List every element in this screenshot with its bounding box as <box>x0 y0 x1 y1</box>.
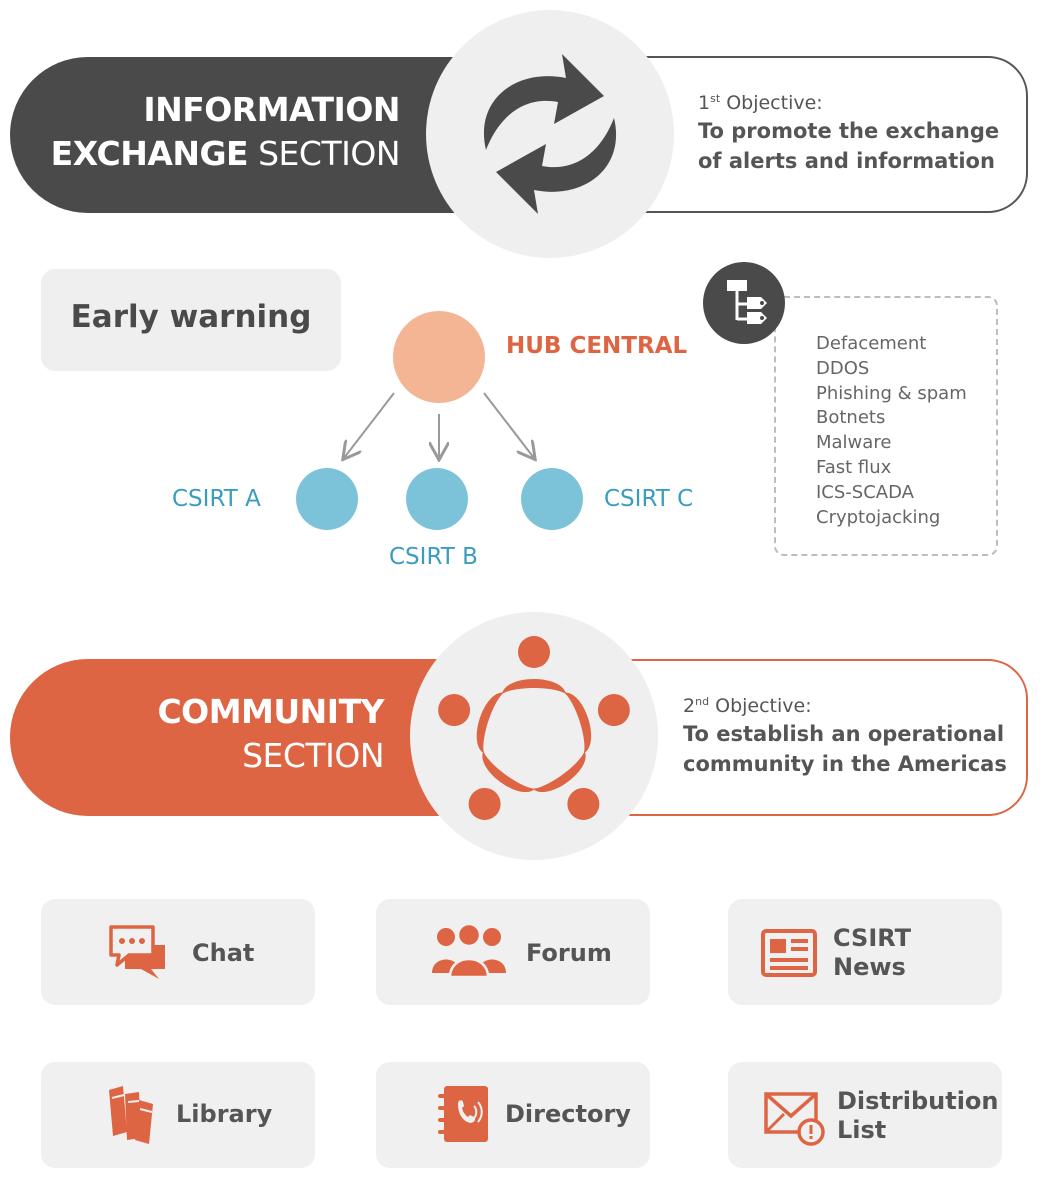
title-information: INFORMATION <box>143 90 400 129</box>
arrow-to-csirt-c <box>483 392 534 458</box>
objective-1: 1st Objective: To promote the exchange o… <box>698 90 999 176</box>
books-icon <box>109 1086 153 1144</box>
early-warning-label: Early warning <box>70 299 312 335</box>
objective-2-line2: community in the Americas <box>683 752 1007 776</box>
threat-item: Malware <box>816 432 892 453</box>
threat-item: Cryptojacking <box>816 507 941 528</box>
chat-tile[interactable]: Chat <box>41 899 315 1005</box>
threat-item: DDOS <box>816 358 870 379</box>
tags-icon <box>727 280 767 324</box>
csirt-a-label: CSIRT A <box>172 486 261 512</box>
contact-book-icon <box>438 1086 488 1142</box>
threat-list-box <box>774 296 998 556</box>
people-circle-icon <box>438 636 630 820</box>
csirt-b-node <box>406 468 468 530</box>
information-exchange-title: INFORMATION EXCHANGE SECTION <box>50 88 401 176</box>
csirt-news-tile[interactable]: CSIRT News <box>728 899 1002 1005</box>
hub-central-node <box>393 311 485 403</box>
exchange-icon-circle <box>426 10 674 258</box>
threat-item: Defacement <box>816 333 927 354</box>
distribution-list-label: Distribution List <box>837 1087 999 1144</box>
directory-tile[interactable]: Directory <box>376 1062 650 1168</box>
library-label: Library <box>176 1100 273 1128</box>
chat-icon <box>109 925 165 979</box>
distribution-list-tile[interactable]: Distribution List <box>728 1062 1002 1168</box>
csirt-c-label: CSIRT C <box>604 486 694 512</box>
csirt-news-label: CSIRT News <box>833 924 912 981</box>
csirt-b-label: CSIRT B <box>389 544 478 570</box>
arrow-to-csirt-a <box>344 392 395 458</box>
library-tile[interactable]: Library <box>41 1062 315 1168</box>
threat-item: Phishing & spam <box>816 383 967 404</box>
tags-icon-circle <box>703 262 785 344</box>
title-exchange: EXCHANGE <box>50 134 249 173</box>
forum-label: Forum <box>526 939 612 967</box>
csirt-c-node <box>521 468 583 530</box>
title-section: SECTION <box>258 134 400 173</box>
threat-item: Botnets <box>816 407 886 428</box>
objective-1-line1: To promote the exchange <box>698 119 1000 143</box>
refresh-arrows-icon <box>483 54 617 214</box>
community-title: COMMUNITY SECTION <box>157 690 384 778</box>
newspaper-icon <box>761 929 817 977</box>
objective-2: 2nd Objective: To establish an operation… <box>683 693 1007 779</box>
threat-item: ICS-SCADA <box>816 482 914 503</box>
hub-central-label: HUB CENTRAL <box>506 333 688 359</box>
threat-item: Fast flux <box>816 457 892 478</box>
chat-label: Chat <box>192 939 255 967</box>
objective-2-label: 2nd Objective: <box>683 695 812 717</box>
directory-label: Directory <box>505 1100 631 1128</box>
hub-diagram <box>296 311 583 530</box>
objective-1-label: 1st Objective: <box>698 92 823 114</box>
early-warning-box: Early warning <box>41 269 341 371</box>
forum-tile[interactable]: Forum <box>376 899 650 1005</box>
csirt-a-node <box>296 468 358 530</box>
objective-2-line1: To establish an operational <box>683 722 1005 746</box>
title-section-2: SECTION <box>242 736 384 775</box>
mail-alert-icon <box>764 1092 825 1146</box>
community-icon-circle <box>410 612 658 860</box>
users-group-icon <box>432 923 506 979</box>
objective-1-line2: of alerts and information <box>698 149 995 173</box>
title-community: COMMUNITY <box>157 692 384 731</box>
